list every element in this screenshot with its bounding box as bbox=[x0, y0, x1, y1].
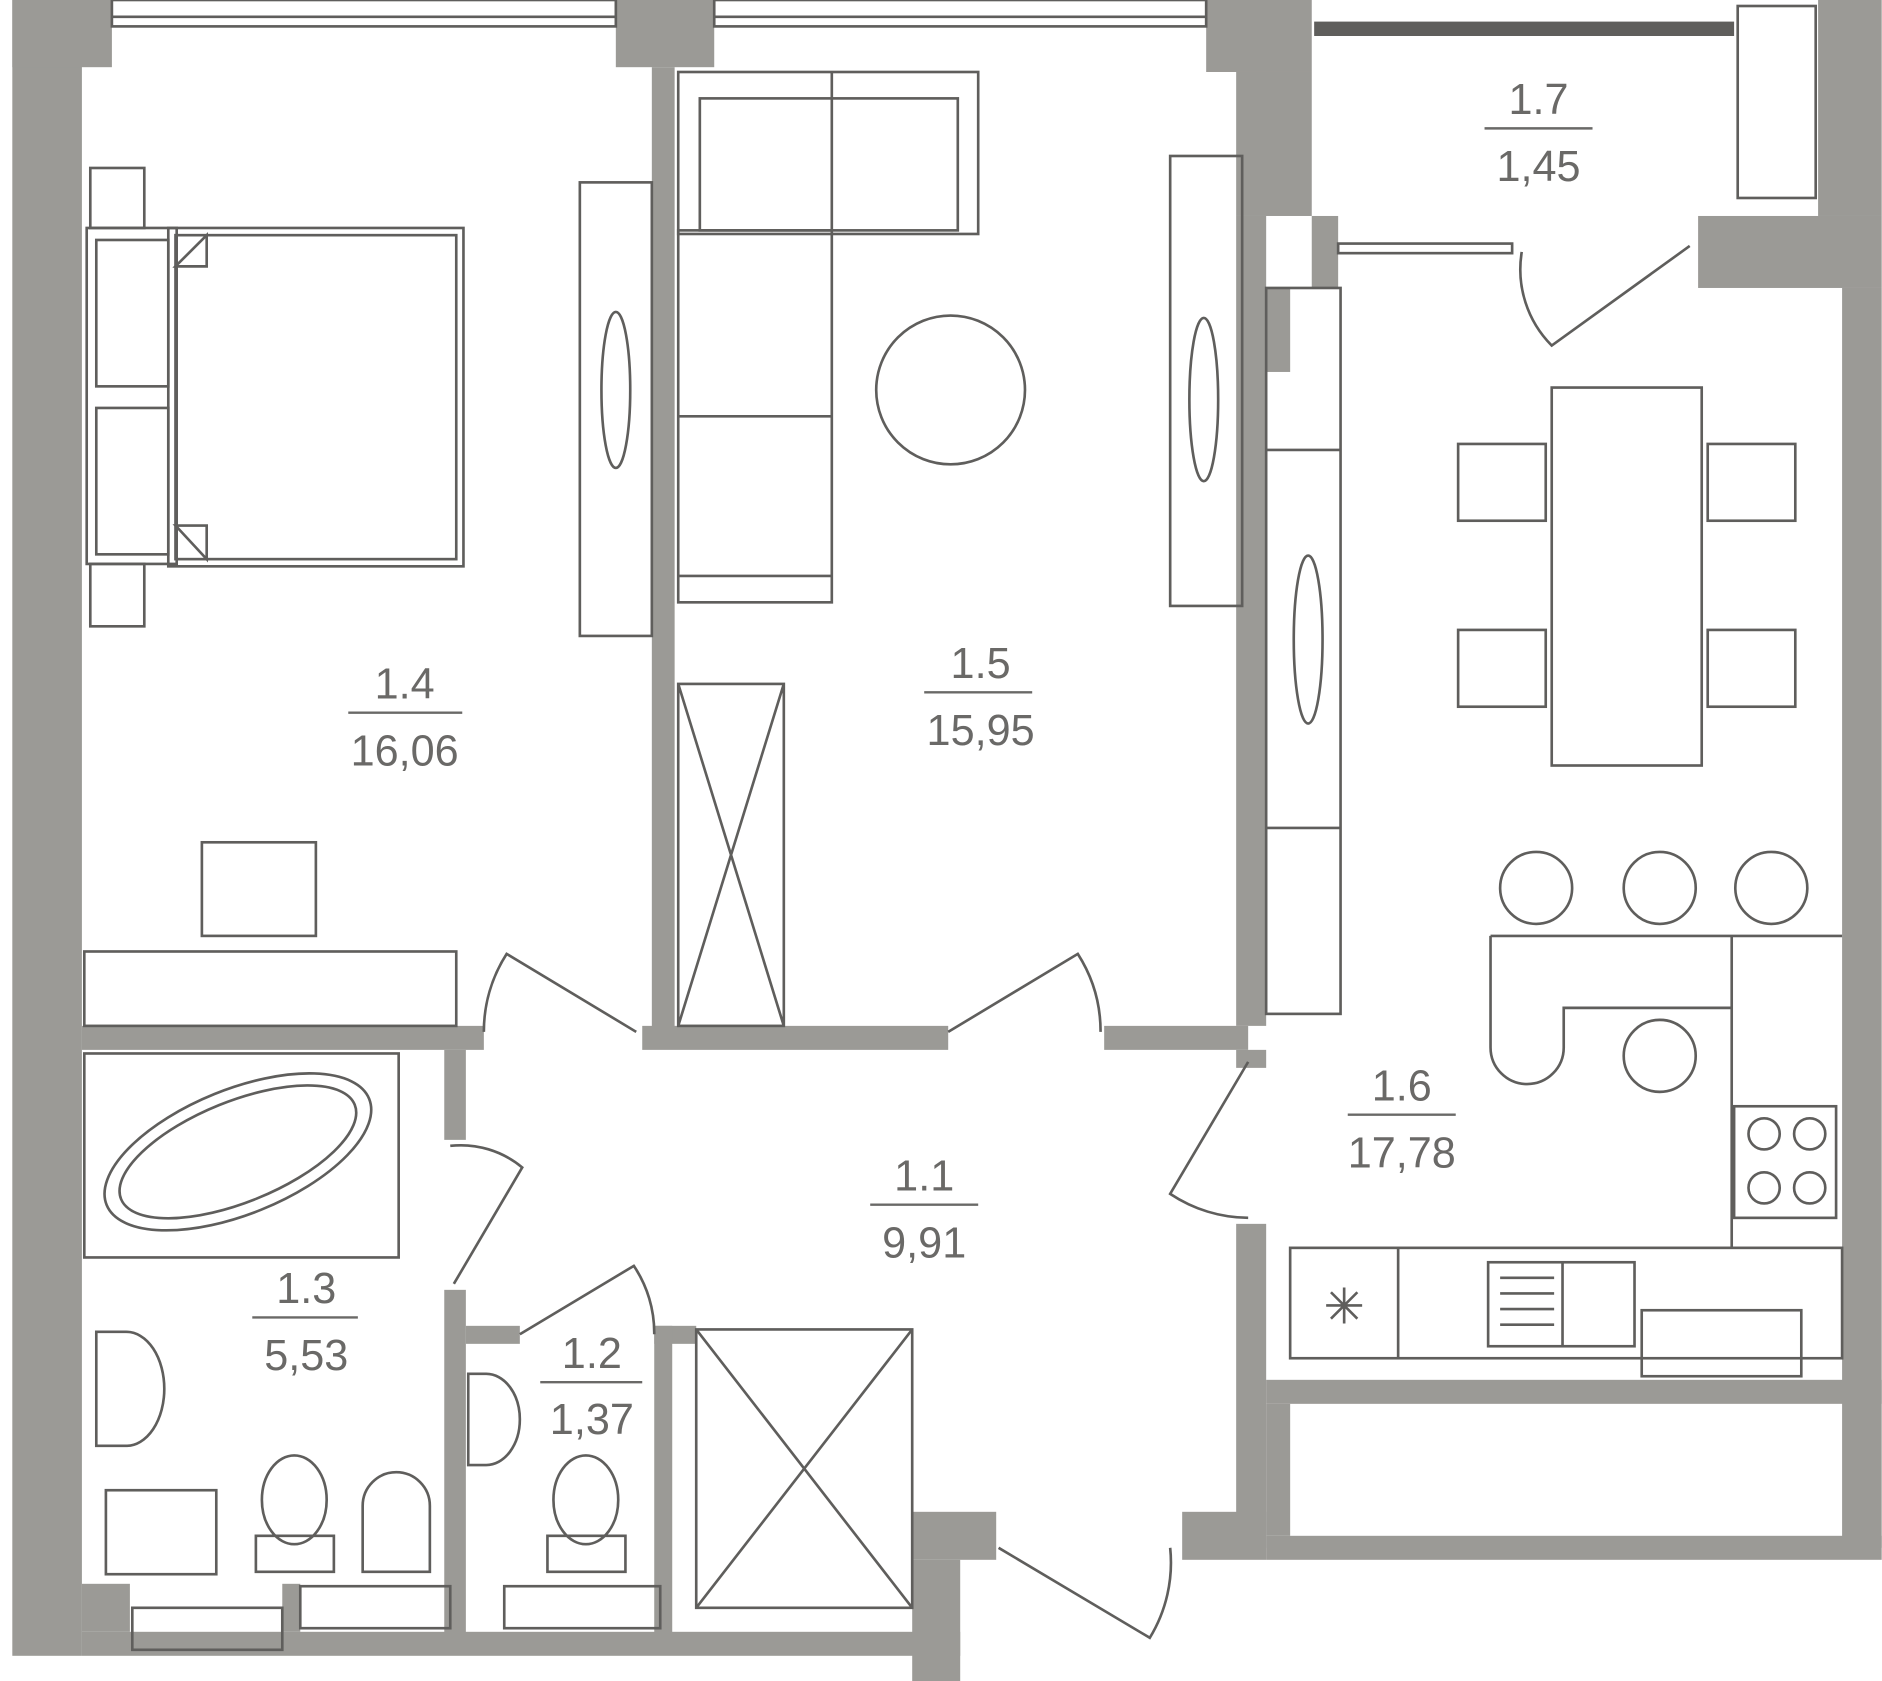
room-area: 9,91 bbox=[882, 1219, 966, 1267]
room-area: 17,78 bbox=[1348, 1129, 1456, 1177]
windows bbox=[110, 0, 1818, 255]
room-number: 1.7 bbox=[1509, 76, 1569, 124]
room-area: 1,45 bbox=[1496, 143, 1580, 191]
room-area: 16,06 bbox=[351, 728, 459, 776]
room-area: 1,37 bbox=[550, 1396, 634, 1444]
room-number: 1.2 bbox=[562, 1330, 622, 1378]
doors bbox=[450, 244, 1691, 1640]
room-1.4-label: 1.4 16,06 bbox=[348, 660, 463, 776]
walls bbox=[12, 0, 1882, 1681]
room-1.5-label: 1.5 15,95 bbox=[924, 640, 1035, 755]
room-area: 15,95 bbox=[927, 707, 1035, 755]
room-number: 1.6 bbox=[1372, 1062, 1432, 1110]
room-number: 1.5 bbox=[951, 640, 1011, 688]
room-1.2-label: 1.2 1,37 bbox=[540, 1330, 643, 1444]
room-1.6-label: 1.6 17,78 bbox=[1348, 1062, 1456, 1177]
furniture bbox=[82, 70, 1844, 1652]
room-number: 1.3 bbox=[276, 1265, 336, 1313]
room-1.7-label: 1.7 1,45 bbox=[1484, 76, 1593, 191]
room-number: 1.1 bbox=[894, 1152, 954, 1200]
room-number: 1.4 bbox=[375, 660, 435, 708]
room-1.1-label: 1.1 9,91 bbox=[870, 1152, 979, 1267]
room-area: 5,53 bbox=[264, 1332, 348, 1380]
room-labels: 1.1 9,91 1.2 1,37 1.3 5,53 1.4 16,06 1.5… bbox=[252, 76, 1593, 1444]
room-1.3-label: 1.3 5,53 bbox=[252, 1265, 358, 1380]
